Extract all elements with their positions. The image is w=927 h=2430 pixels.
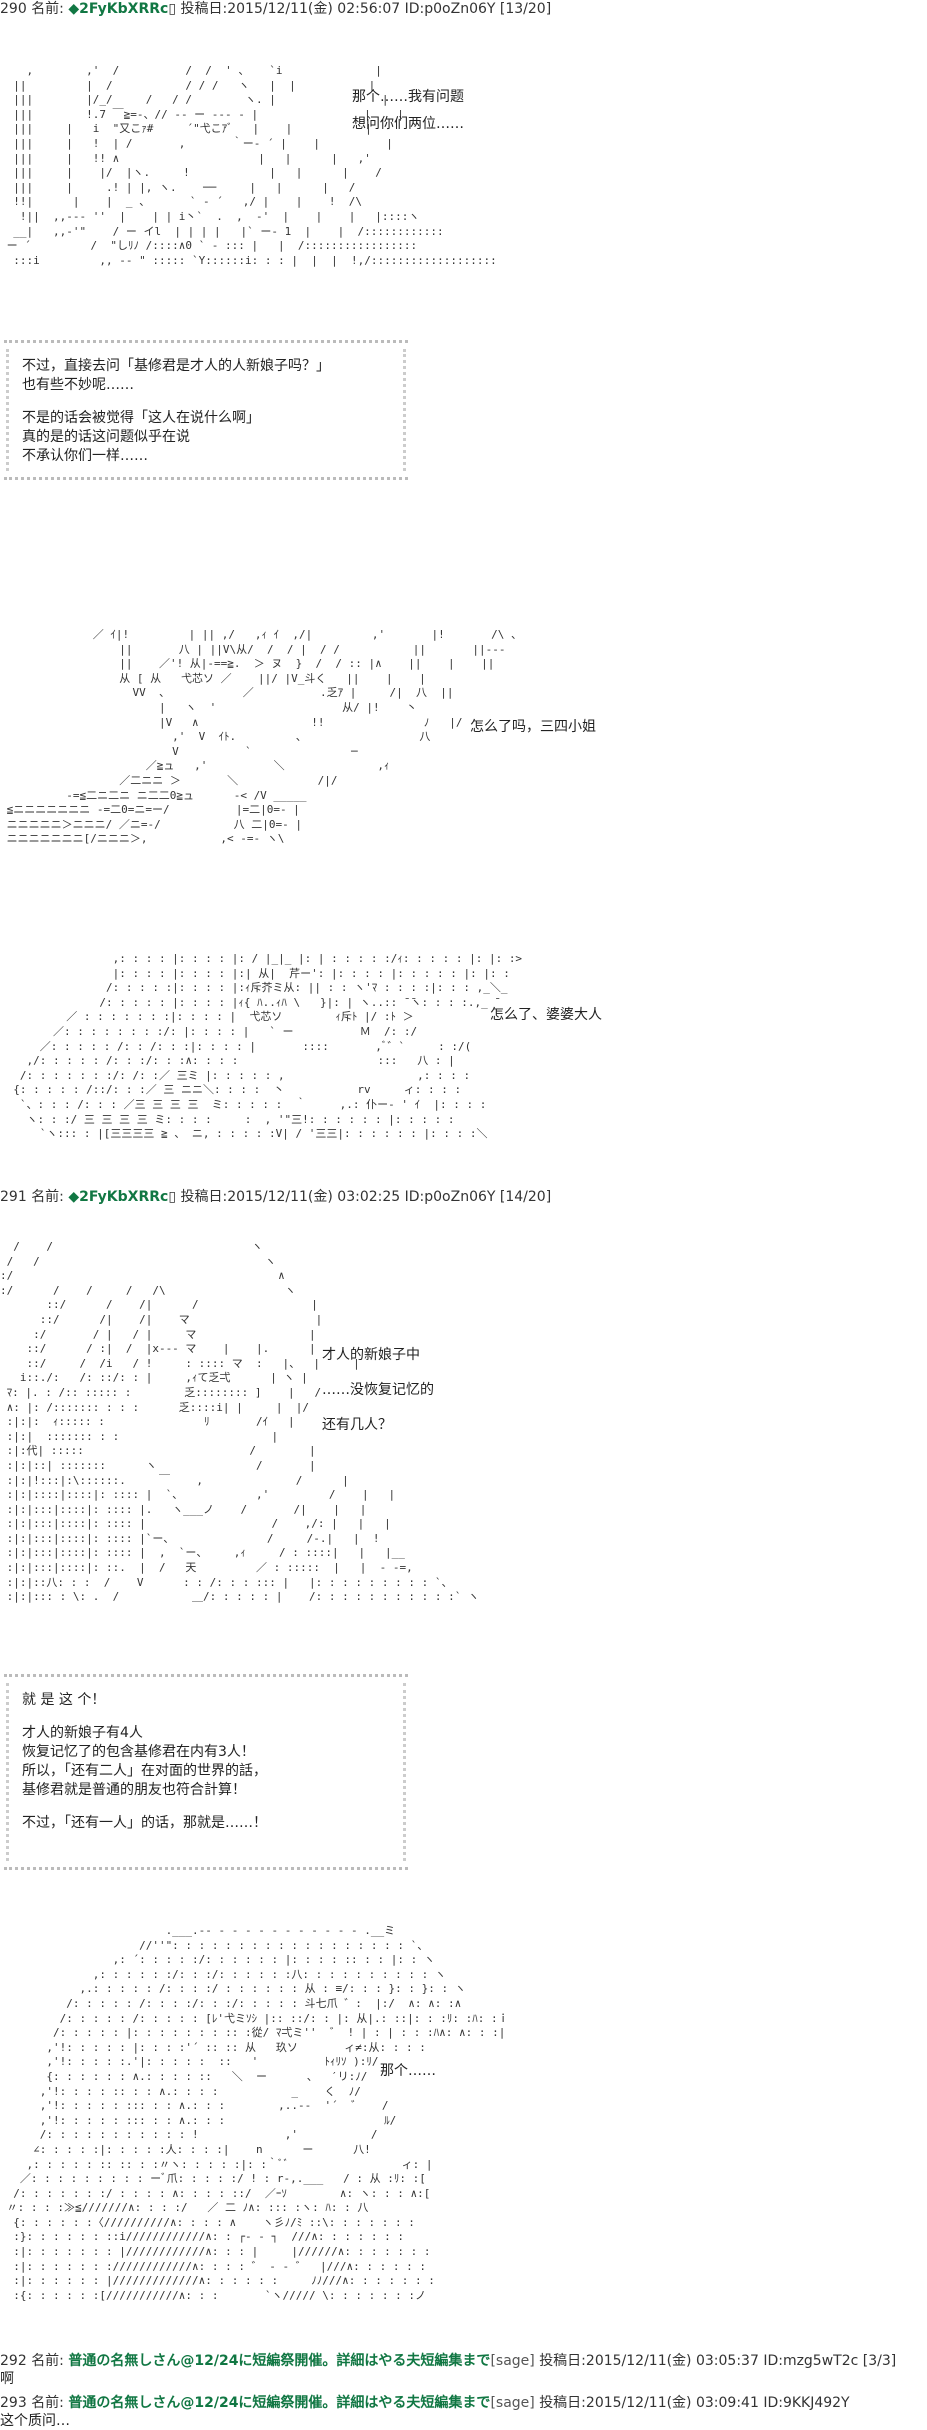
narration-line: 才人的新娘子有4人 bbox=[22, 1725, 143, 1741]
narration-line: 真的是的话这问题似乎在说 bbox=[22, 429, 190, 445]
narration-line: 不过，「还有一人」的话，那就是……！ bbox=[22, 1815, 267, 1831]
post-header-292: 292 名前: 普通の名無しさん@12/24に短編祭開催。詳細はやる夫短編集まで… bbox=[0, 2352, 896, 2370]
dialogue-line: 怎么了、婆婆大人 bbox=[490, 1007, 602, 1023]
poster-id[interactable]: ID:p0oZn06Y bbox=[404, 1189, 496, 1205]
dialogue-3: 怎么了、婆婆大人 bbox=[490, 1006, 602, 1025]
dialogue-5: 那个…… bbox=[380, 2062, 436, 2081]
post-datetime: 2015/12/11(金) 03:02:25 bbox=[227, 1189, 401, 1205]
dialogue-line: 怎么了吗，三四小姐 bbox=[470, 719, 596, 735]
post-datetime: 2015/12/11(金) 03:09:41 bbox=[585, 2395, 759, 2411]
narration-line: 不过，直接去问「基修君是才人的人新娘子吗？」 bbox=[22, 358, 330, 374]
dialogue-line: 还有几人？ bbox=[322, 1417, 392, 1433]
dialogue-1: 那个……我有问题 想问你们两位…… bbox=[352, 88, 464, 134]
post-count: [14/20] bbox=[499, 1189, 552, 1205]
post-number[interactable]: 291 bbox=[0, 1189, 27, 1205]
ascii-art-character-2: ／ ｲ|! | || ,/ ,ｨ ｲ ,/| ,' |! /\ 、 || 八 |… bbox=[6, 628, 522, 846]
post-body-292: 啊 bbox=[0, 2371, 14, 2387]
name-label: 名前: bbox=[31, 1, 64, 17]
narration-box-2: 就 是 这 个！ 才人的新娘子有4人 恢复记忆了的包含基修君在内有3人！ 所以，… bbox=[4, 1674, 408, 1870]
post-body-293: 这个质问… bbox=[0, 2413, 70, 2429]
poster-name: ◆2FyKbXRRc bbox=[68, 1189, 169, 1205]
narration-line: 也有些不妙呢…… bbox=[22, 377, 134, 393]
dialogue-line: 那个……我有问题 bbox=[352, 89, 464, 105]
narration-line: 恢复记忆了的包含基修君在内有3人！ bbox=[22, 1744, 255, 1760]
date-label: 投稿日: bbox=[180, 1, 228, 17]
sage-tag: [sage] bbox=[490, 2395, 535, 2411]
sage-tag: [sage] bbox=[490, 2353, 535, 2369]
narration-line: 基修君就是普通的朋友也符合計算！ bbox=[22, 1782, 246, 1798]
narration-line: 不承认你们一样…… bbox=[22, 448, 148, 464]
poster-name: ◆2FyKbXRRc bbox=[68, 1, 169, 17]
date-label: 投稿日: bbox=[180, 1189, 228, 1205]
dialogue-line: 那个…… bbox=[380, 2063, 436, 2079]
post-header-293: 293 名前: 普通の名無しさん@12/24に短編祭開催。詳細はやる夫短編集まで… bbox=[0, 2394, 850, 2412]
dialogue-2: 怎么了吗，三四小姐 bbox=[470, 718, 596, 737]
post-number[interactable]: 293 bbox=[0, 2395, 27, 2411]
name-label: 名前: bbox=[31, 1189, 64, 1205]
narration-line: 不是的话会被觉得「这人在说什么啊」 bbox=[22, 410, 260, 426]
post-datetime: 2015/12/11(金) 03:05:37 bbox=[585, 2353, 759, 2369]
post-count: [13/20] bbox=[499, 1, 552, 17]
box-icon: ▯ bbox=[168, 1189, 177, 1205]
ascii-art-character-1: , ,' / / / ' 、 `i | || | / / / / ヽ | | |… bbox=[6, 64, 497, 267]
poster-name: 普通の名無しさん@12/24に短編祭開催。詳細はやる夫短編集まで bbox=[68, 2395, 491, 2411]
post-datetime: 2015/12/11(金) 02:56:07 bbox=[227, 1, 401, 17]
date-label: 投稿日: bbox=[539, 2353, 586, 2369]
dialogue-line: 才人的新娘子中 bbox=[322, 1347, 420, 1363]
poster-id[interactable]: ID:p0oZn06Y bbox=[404, 1, 496, 17]
post-count: [3/3] bbox=[862, 2353, 897, 2369]
post-number[interactable]: 292 bbox=[0, 2353, 27, 2369]
date-label: 投稿日: bbox=[539, 2395, 586, 2411]
narration-line: 就 是 这 个！ bbox=[22, 1692, 106, 1708]
ascii-art-character-3: ,: : : : |: : : : |: / |_|_ |: | : : : :… bbox=[13, 952, 523, 1141]
name-label: 名前: bbox=[31, 2353, 64, 2369]
ascii-art-character-5: .___.-‐ ‐ ‐ ‐ ‐ ‐ ‐ ‐ ‐ ‐ ‐ ‐ .__ミ //''"… bbox=[6, 1924, 509, 2302]
dialogue-line: ……没恢复记忆的 bbox=[322, 1382, 434, 1398]
post-header-291: 291 名前: ◆2FyKbXRRc▯ 投稿日:2015/12/11(金) 03… bbox=[0, 1188, 551, 1206]
poster-id[interactable]: ID:mzg5wT2c bbox=[763, 2353, 859, 2369]
post-number[interactable]: 290 bbox=[0, 1, 27, 17]
ascii-art-character-4: / / ヽ / / ヽ :/ ∧ :/ / / / /\ ヽ ::/ / /| … bbox=[0, 1240, 479, 1604]
narration-line: 所以，「还有二人」在对面的世界的話， bbox=[22, 1763, 267, 1779]
dialogue-4: 才人的新娘子中 ……没恢复记忆的 还有几人？ bbox=[322, 1346, 434, 1435]
poster-id[interactable]: ID:9KKJ492Y bbox=[763, 2395, 850, 2411]
dialogue-line: 想问你们两位…… bbox=[352, 116, 464, 132]
poster-name: 普通の名無しさん@12/24に短編祭開催。詳細はやる夫短編集まで bbox=[68, 2353, 491, 2369]
narration-box-1: 不过，直接去问「基修君是才人的人新娘子吗？」 也有些不妙呢…… 不是的话会被觉得… bbox=[4, 340, 408, 480]
post-header-290: 290 名前: ◆2FyKbXRRc▯ 投稿日:2015/12/11(金) 02… bbox=[0, 0, 551, 18]
box-icon: ▯ bbox=[168, 1, 177, 17]
name-label: 名前: bbox=[31, 2395, 64, 2411]
